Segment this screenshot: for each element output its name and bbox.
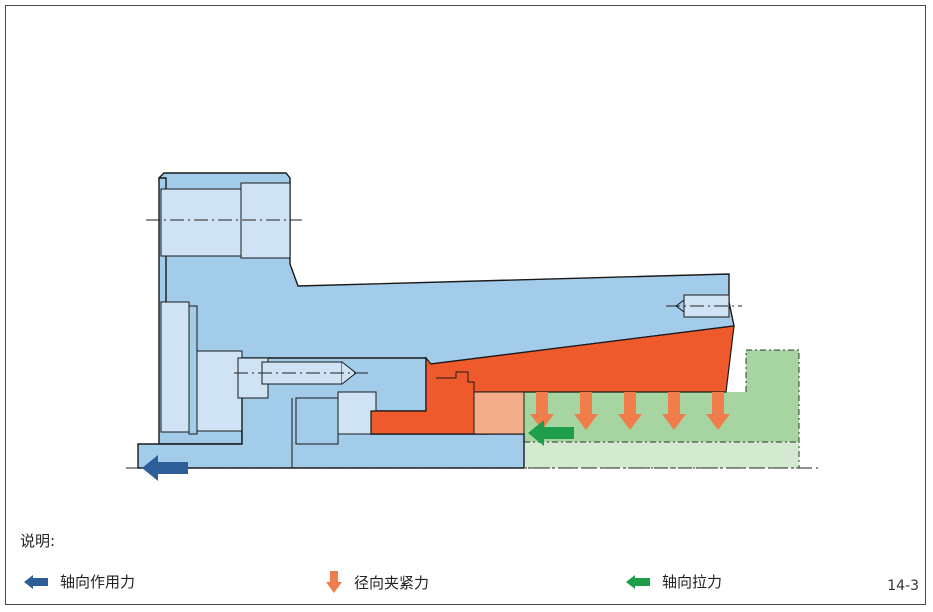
clamping-sleeve <box>370 325 735 435</box>
legend-item-axial-force: 轴向作用力 <box>24 571 135 592</box>
arrow-left-icon <box>24 574 48 589</box>
legend-label: 轴向拉力 <box>662 573 723 591</box>
axial-force-arrow <box>142 455 188 481</box>
arrow-left-icon <box>626 574 650 589</box>
legend-item-radial-clamping-force: 径向夹紧力 <box>326 571 429 593</box>
note-title: 说明: <box>20 532 56 550</box>
clamping-sleeve-section-diagram <box>126 172 821 481</box>
page-number: 14-3 <box>887 578 919 594</box>
legend-item-axial-pull-force: 轴向拉力 <box>626 571 722 592</box>
legend-label: 径向夹紧力 <box>354 573 430 592</box>
figure-frame: 说明: 轴向作用力 径向夹紧力 轴向拉力 14-3 <box>5 5 926 605</box>
legend-label: 轴向作用力 <box>60 573 136 591</box>
center-lines <box>126 219 821 469</box>
arrow-down-icon <box>326 571 342 593</box>
axial-pull-arrow <box>528 420 574 446</box>
radial-force-arrows <box>530 392 730 430</box>
